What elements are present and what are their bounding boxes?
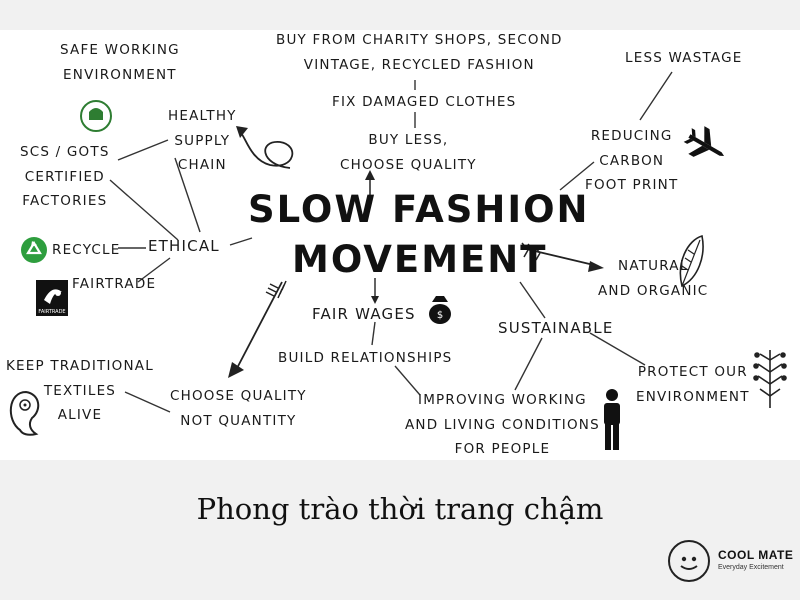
title-line-2: MOVEMENT [292,238,548,281]
line-fairwages-build [371,321,376,346]
node-sustainable: SUSTAINABLE [498,319,614,337]
brand-tagline: Everyday Excitement [718,564,784,571]
title-line-1: SLOW FASHION [248,188,590,231]
node-build: BUILD RELATIONSHIPS [278,350,453,366]
line-ethical-healthy [174,157,201,233]
curly-arrow [239,131,294,169]
line-sust-title [519,281,546,319]
node-fair-wages: FAIR WAGES [312,305,416,323]
node-buy-less: BUY LESS,CHOOSE QUALITY [340,132,477,173]
line-reducing-wastage [639,71,673,121]
curly-arrow-head [236,126,248,138]
line-ethical-fairtrade [137,257,171,283]
line-sust-protect [589,332,646,366]
line-reducing-title [559,161,595,191]
line-healthy-scs [117,139,169,161]
mindmap-panel [0,30,800,460]
arrow-to-natural [521,247,599,267]
brand-name: COOL MATE [718,548,794,562]
node-fix: FIX DAMAGED CLOTHES [332,94,517,110]
node-recycle: RECYCLE [52,242,121,258]
node-ethical: ETHICAL [148,237,220,255]
node-less-wastage: LESS WASTAGE [625,50,743,66]
line-keep-quality [124,391,171,413]
line-ethical-scs [109,179,179,241]
arrow-to-quality [234,281,283,373]
smiley-logo-icon [668,540,710,582]
line-build-improving [394,365,421,396]
node-fairtrade: FAIRTRADE [72,276,157,292]
line-ethical-title [229,237,253,246]
line-sust-improving [514,337,543,391]
caption: Phong trào thời trang chậm [196,492,604,526]
